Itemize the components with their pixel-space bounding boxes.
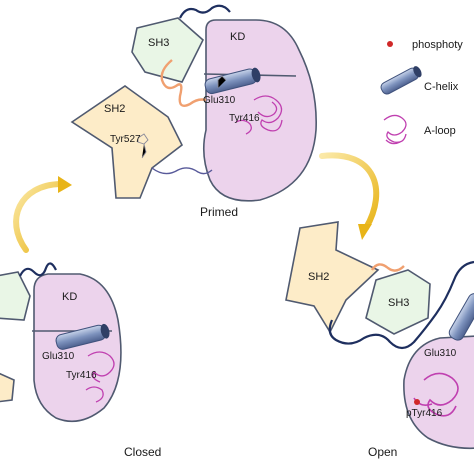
primed-orange-linker [160, 59, 207, 107]
closed-sh2-domain [0, 372, 15, 403]
primed-sh3-domain [131, 17, 204, 83]
legend-c-helix-label: C-helix [424, 81, 459, 93]
open-glu310-label: Glu310 [424, 348, 457, 359]
primed-glu310-sidechain [217, 75, 227, 88]
open-sh2-domain [285, 221, 380, 334]
primed-linker-top [179, 4, 231, 19]
closed-tyr416-label: Tyr416 [66, 370, 97, 381]
primed-title: Primed [200, 205, 238, 219]
primed-kinase-domain [202, 19, 317, 202]
open-sh2-label: SH2 [308, 271, 329, 283]
closed-c-helix-icon [55, 323, 110, 350]
closed-title: Closed [124, 445, 161, 459]
open-sh3-label: SH3 [388, 297, 409, 309]
primed-tyr527-sidechain [137, 133, 149, 159]
open-state: SH2 SH3 Glu310 pTyr416 Open [285, 221, 474, 459]
closed-state: KD Glu310 Tyr416 Closed [0, 262, 161, 459]
open-c-helix-icon [448, 293, 474, 341]
arrow-primed-to-open [319, 152, 380, 240]
primed-sh3-label: SH3 [148, 37, 169, 49]
open-a-loop-icon [413, 372, 459, 417]
legend-a-loop-label: A-loop [424, 125, 456, 137]
primed-glu310-label: Glu310 [203, 95, 236, 106]
legend-phospho-dot [387, 41, 393, 47]
legend-c-helix-icon [380, 66, 422, 95]
legend-a-loop-icon [383, 114, 407, 145]
primed-tyr527-label: Tyr527 [110, 134, 141, 145]
open-phospho-dot [414, 399, 420, 405]
primed-a-loop-icon [235, 95, 283, 135]
closed-kd-label: KD [62, 291, 77, 303]
open-kinase-domain [403, 335, 474, 450]
legend-phospho-label: phosphoty [412, 39, 463, 51]
closed-sh3-domain [0, 271, 31, 321]
open-ptyr416-label: pTyr416 [406, 408, 443, 419]
closed-glu310-label: Glu310 [42, 351, 75, 362]
primed-tyr416-label: Tyr416 [229, 113, 260, 124]
primed-sh2-label: SH2 [104, 103, 125, 115]
open-linker [328, 260, 474, 350]
open-sh3-domain [365, 269, 431, 335]
legend: phosphoty C-helix A-loop [380, 39, 463, 145]
primed-c-terminal-tail [151, 167, 213, 175]
arrow-closed-to-primed [13, 176, 72, 253]
open-title: Open [368, 445, 397, 459]
closed-a-loop-icon [85, 351, 115, 403]
open-orange-linker [370, 263, 405, 272]
closed-linker [19, 262, 57, 277]
primed-state: SH3 SH2 KD Tyr527 Glu310 Tyr416 Primed [70, 4, 317, 219]
primed-kd-label: KD [230, 31, 245, 43]
